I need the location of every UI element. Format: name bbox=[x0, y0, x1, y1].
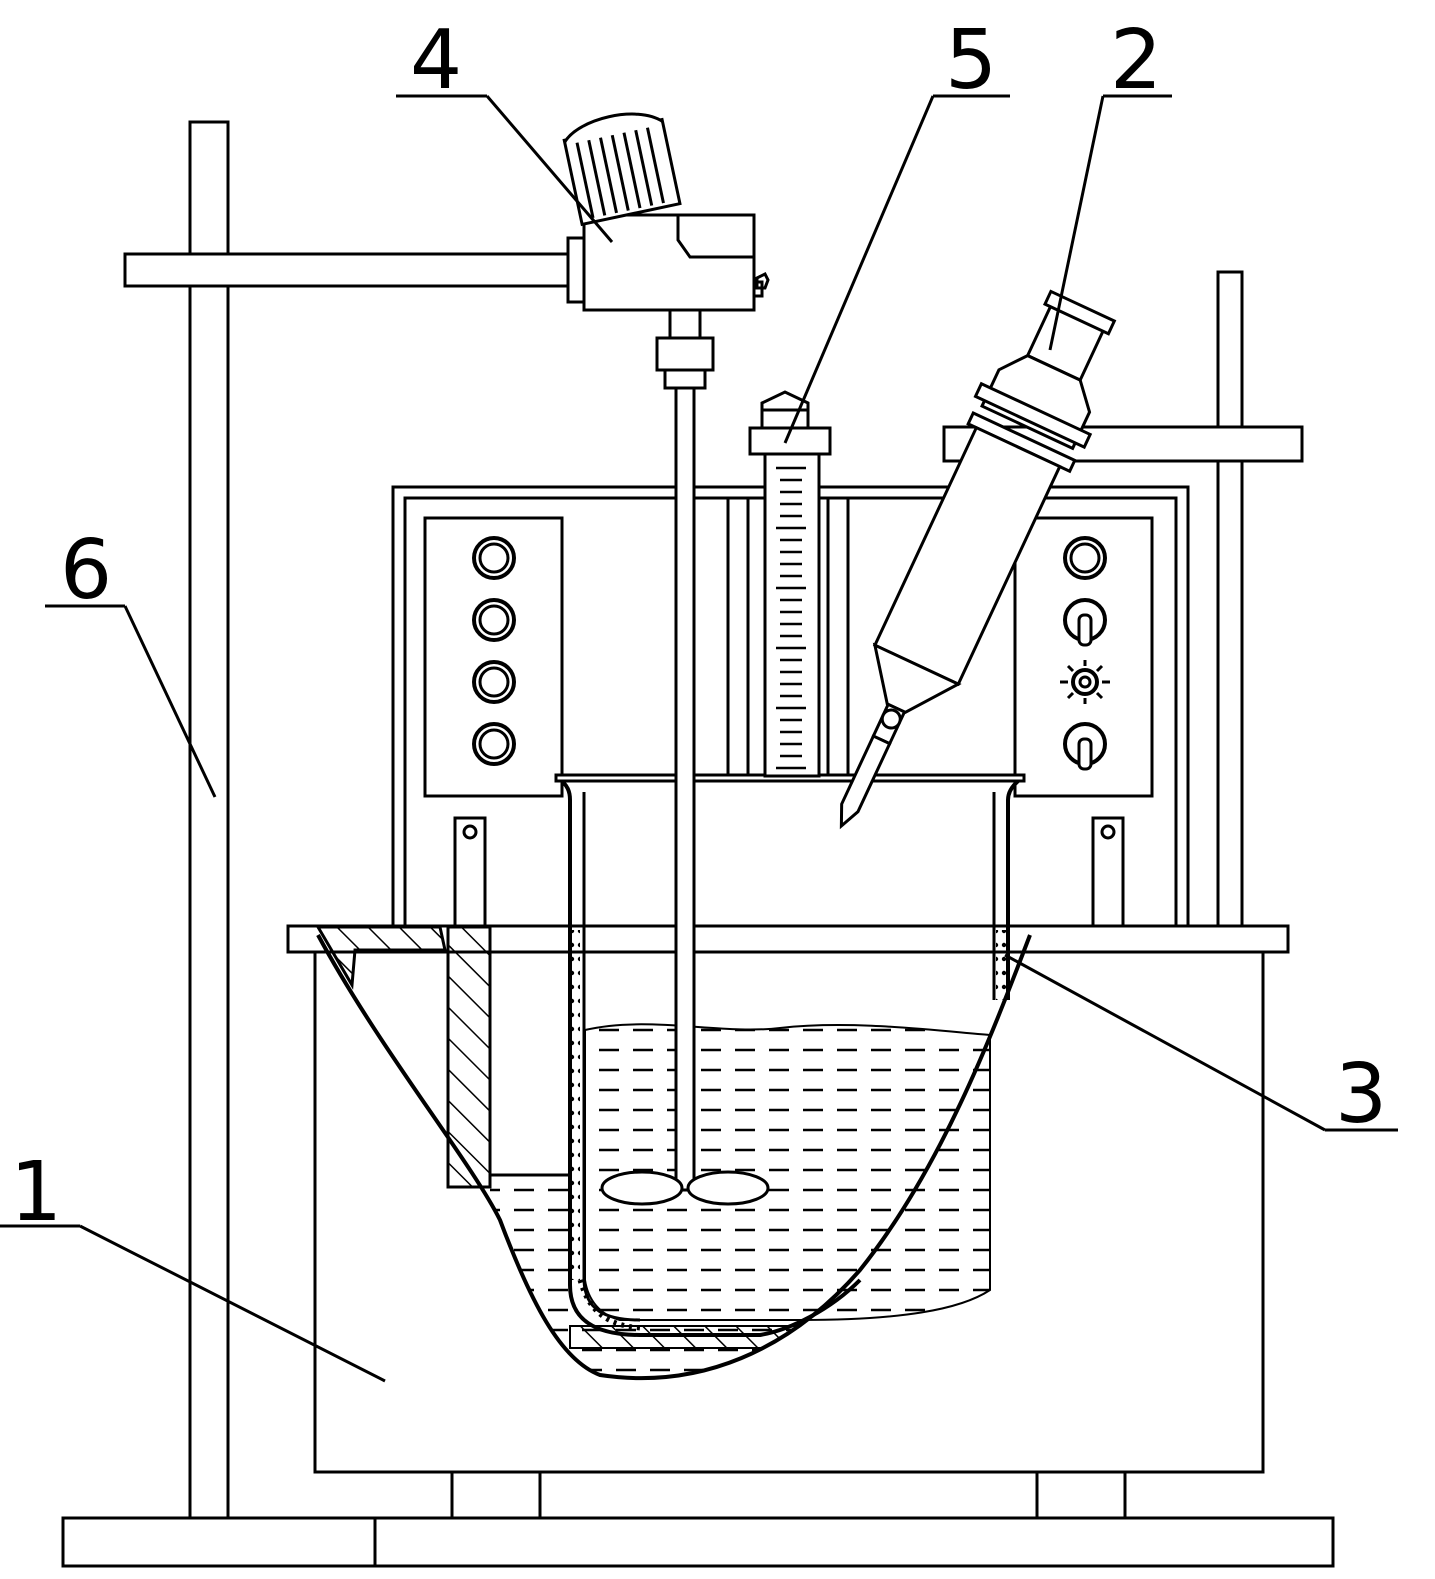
stirrer-arm bbox=[123, 236, 588, 304]
stand-rod bbox=[188, 120, 230, 1520]
label-1: 1 bbox=[10, 1145, 62, 1240]
impeller-blade bbox=[600, 1170, 684, 1206]
right-support-rod bbox=[1216, 270, 1244, 930]
indicator-light-icon bbox=[1060, 660, 1110, 704]
switch-icon bbox=[1063, 722, 1107, 771]
leader-lines bbox=[0, 94, 1398, 1383]
impeller-blade bbox=[686, 1170, 770, 1206]
stirrer-motor bbox=[562, 112, 770, 312]
knob-icon bbox=[1063, 536, 1107, 580]
thermometer-scale bbox=[776, 466, 806, 770]
knob-icon bbox=[472, 722, 516, 766]
knob-icon bbox=[472, 660, 516, 704]
thermometer bbox=[748, 390, 832, 778]
label-2: 2 bbox=[1110, 13, 1162, 108]
label-5: 5 bbox=[945, 13, 997, 108]
stirrer-shaft bbox=[600, 308, 770, 1206]
label-4: 4 bbox=[410, 13, 462, 108]
knob-icon bbox=[472, 536, 516, 580]
switch-icon bbox=[1063, 598, 1107, 647]
bath-feet bbox=[450, 1470, 1127, 1520]
base-plate bbox=[61, 1516, 1335, 1568]
right-bracket bbox=[1091, 816, 1125, 930]
dropping-funnel bbox=[839, 289, 1117, 830]
label-6: 6 bbox=[60, 523, 112, 618]
label-3: 3 bbox=[1335, 1047, 1387, 1142]
knob-icon bbox=[472, 598, 516, 642]
left-bracket bbox=[453, 816, 487, 930]
left-control-panel bbox=[423, 516, 564, 798]
